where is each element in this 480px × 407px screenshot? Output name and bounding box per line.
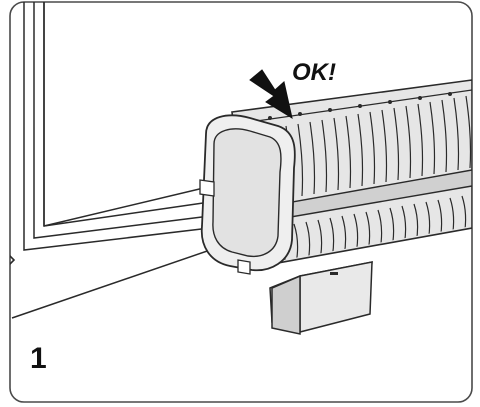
window-frame	[11, 2, 217, 319]
step-number: 1	[30, 342, 47, 375]
top-rail	[235, 89, 472, 125]
bracket-slot	[330, 272, 338, 275]
wall-bracket	[269, 261, 373, 335]
side-marker	[10, 254, 16, 266]
pointer-arrow	[249, 69, 293, 120]
ok-callout: OK!	[292, 59, 336, 86]
pipe-end-cap	[199, 114, 296, 275]
